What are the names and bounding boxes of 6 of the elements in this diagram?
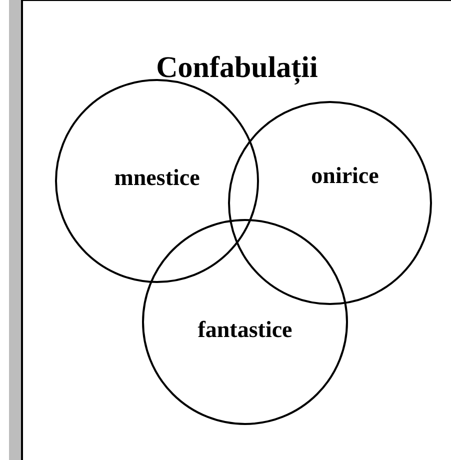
circle-label: onirice bbox=[311, 163, 379, 189]
circle-label: mnestice bbox=[114, 165, 200, 191]
venn-circle bbox=[142, 219, 348, 425]
circle-label: fantastice bbox=[198, 317, 292, 343]
venn-circle bbox=[228, 101, 432, 305]
title: Confabulații bbox=[156, 51, 318, 85]
